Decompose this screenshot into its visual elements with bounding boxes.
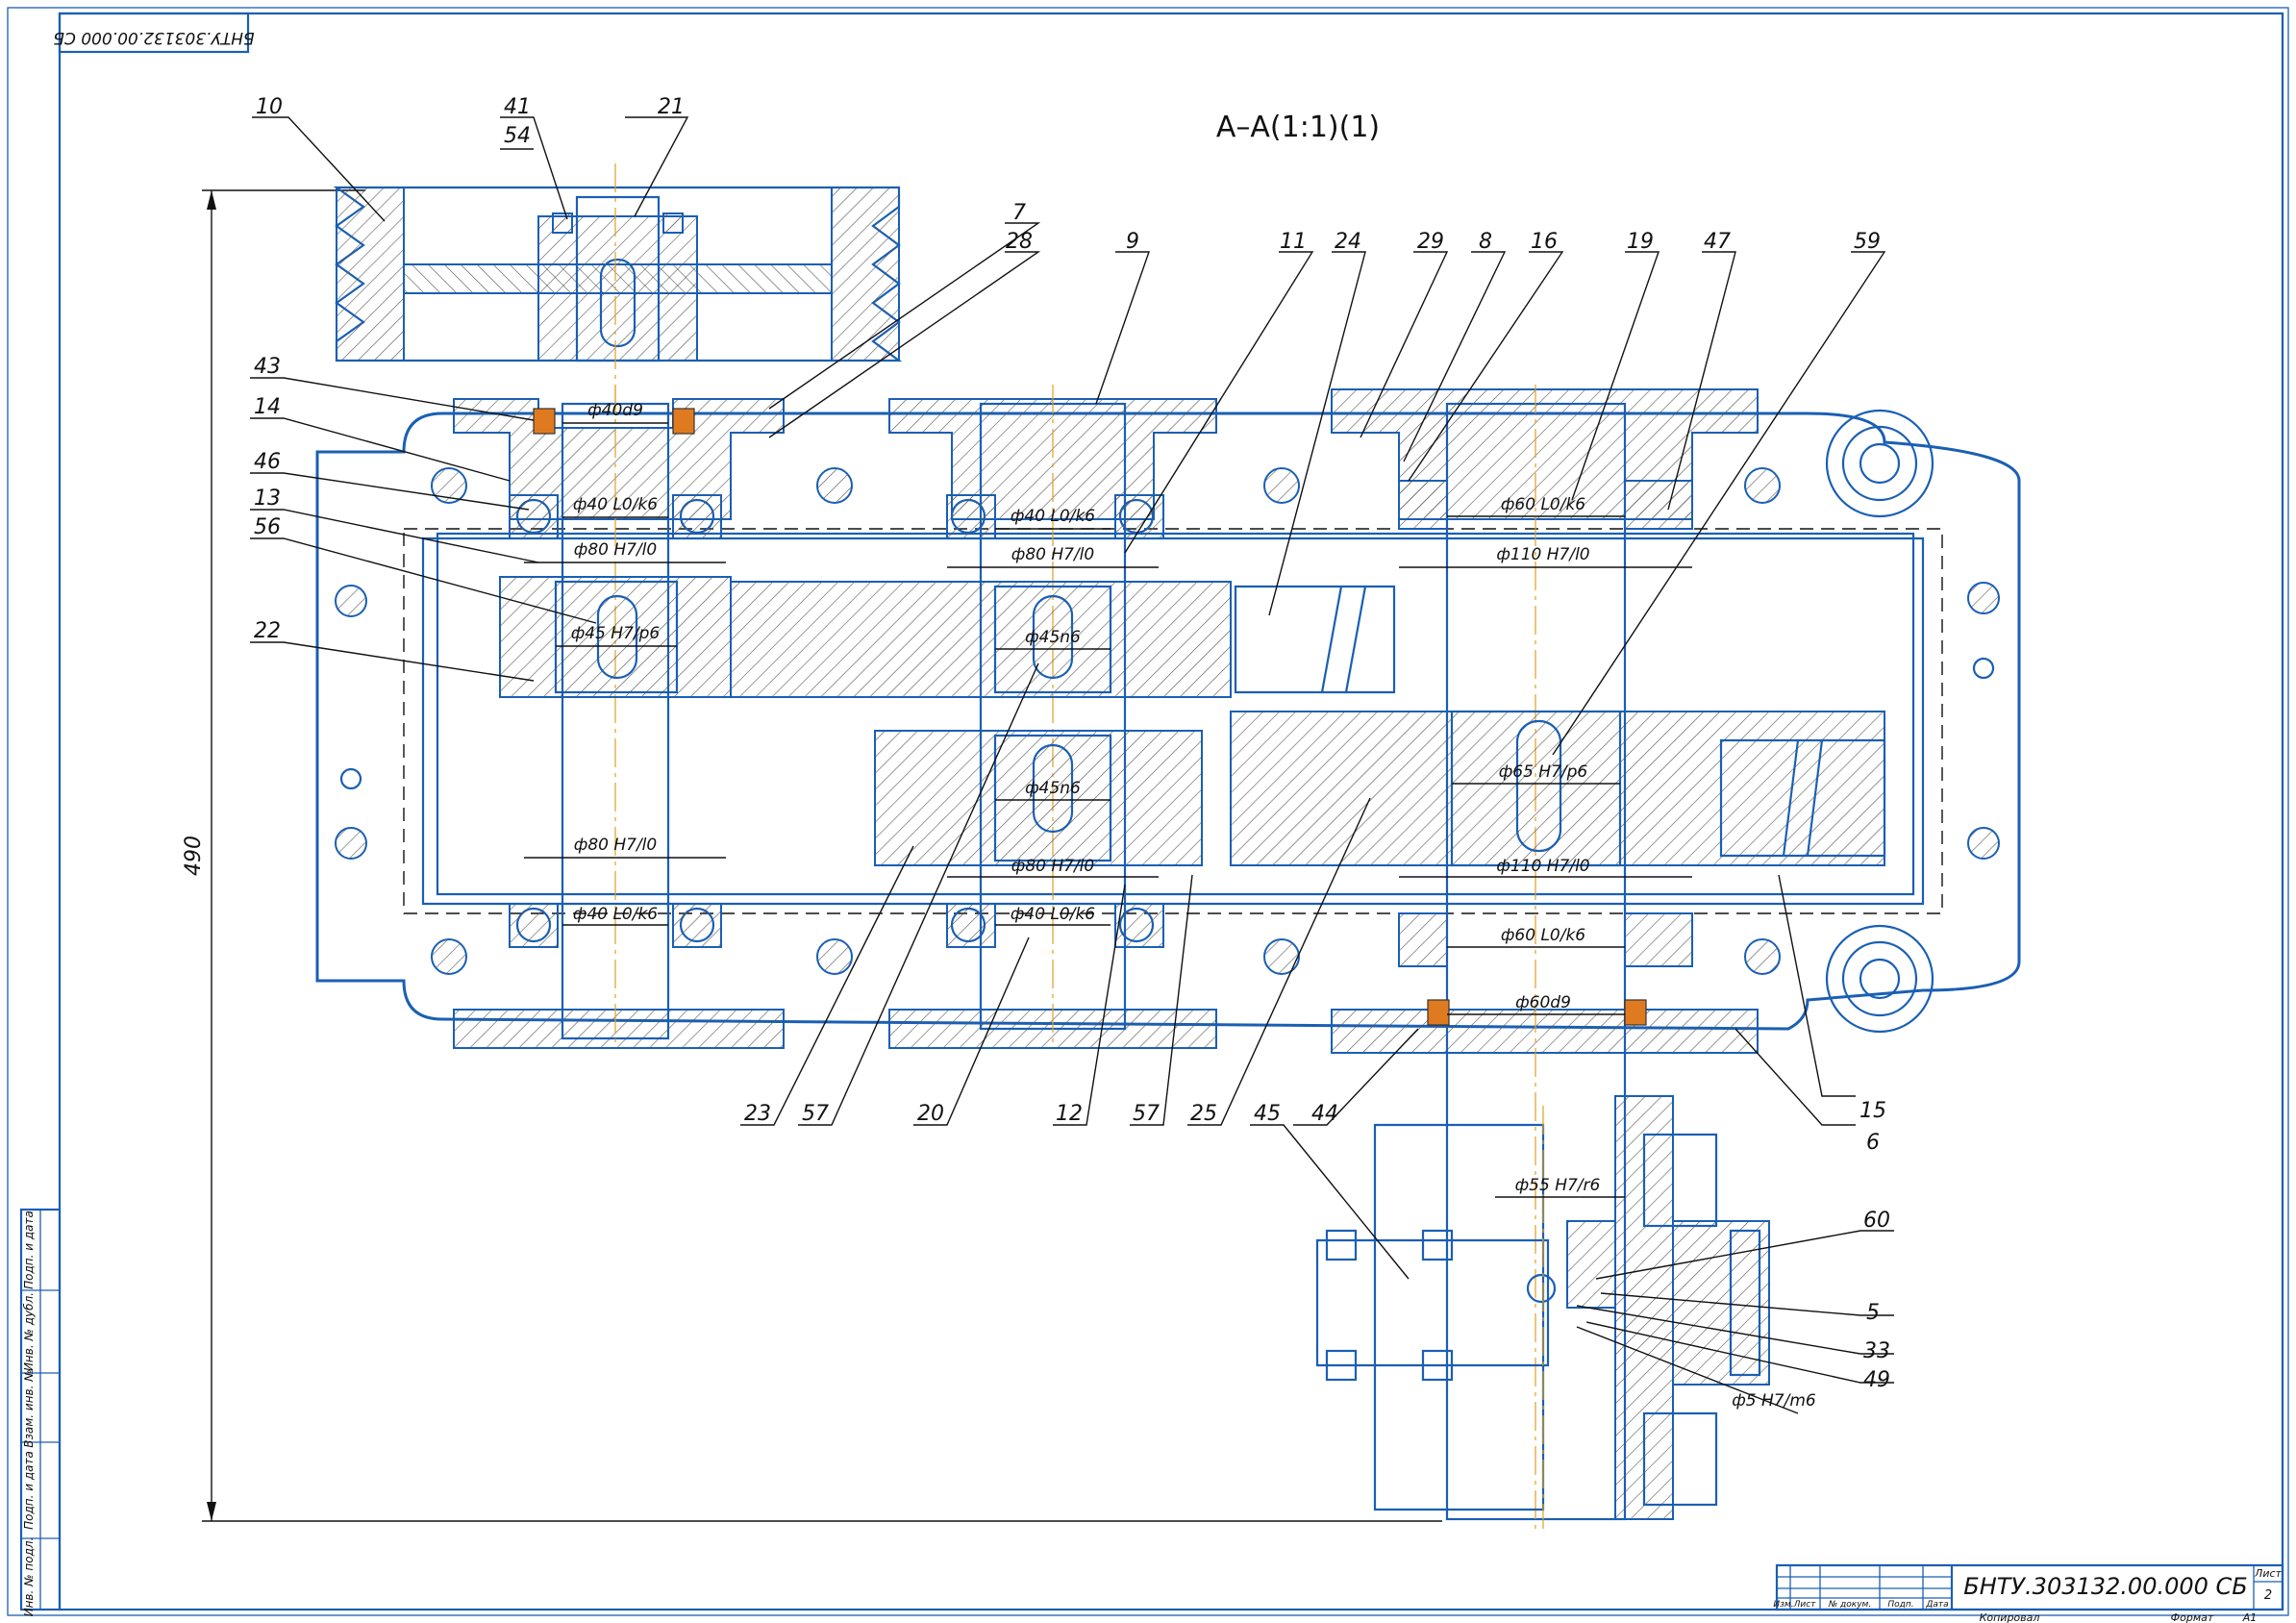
sheet-number: 2	[2264, 1588, 2272, 1603]
side-stamp: Инв. № подл. Подп. и дата Взам. инв. № И…	[19, 1208, 62, 1617]
part-label: 21	[658, 95, 685, 119]
output-shaft	[1230, 385, 1886, 1529]
gearbox-housing	[315, 409, 2021, 1034]
overall-dimension-value: 490	[182, 836, 206, 876]
fit-label: ф45n6	[1025, 628, 1081, 647]
part-label: 56	[254, 515, 281, 539]
drawing-frame	[58, 12, 2284, 1611]
part-label: 25	[1190, 1102, 1217, 1126]
fit-label: ф40 L0/k6	[573, 905, 658, 924]
column-label: Изм.	[1773, 1600, 1793, 1610]
coupling	[1315, 1095, 1770, 1529]
part-label: 57	[1133, 1102, 1160, 1126]
fit-label: ф40d9	[587, 401, 643, 420]
part-label: 5	[1866, 1301, 1880, 1325]
fit-label: ф40 L0/k6	[573, 495, 658, 514]
fit-annotations: ф40d9 ф40 L0/k6 ф80 H7/l0 ф45 H7/p6 ф40 …	[524, 401, 1816, 1414]
top-stamp-box	[58, 12, 250, 54]
title-block-code: БНТУ.303132.00.000 СБ	[1963, 1573, 2248, 1600]
intermediate-shaft	[730, 385, 1232, 1048]
housing-bolts	[335, 467, 2000, 975]
fit-label: ф80 H7/l0	[574, 540, 657, 560]
part-label: 9	[1126, 230, 1139, 254]
fit-label: ф60d9	[1515, 993, 1571, 1012]
part-label: 11	[1280, 230, 1307, 254]
top-stamp-code: БНТУ.303132.00.000 СБ	[53, 28, 254, 47]
copied-label: Копировал	[1980, 1611, 2040, 1623]
part-label: 22	[254, 619, 281, 643]
part-label: 33	[1863, 1339, 1890, 1363]
fit-label: ф60 L0/k6	[1501, 495, 1585, 514]
column-label: № докум.	[1828, 1600, 1871, 1610]
part-label: 23	[744, 1102, 771, 1126]
side-stamp-label: Подп. и дата	[22, 1211, 36, 1289]
part-label: 46	[254, 450, 281, 474]
part-label: 45	[1254, 1102, 1281, 1126]
fit-label: ф65 H7/p6	[1499, 762, 1588, 782]
side-stamp-label: Инв. № подл.	[22, 1537, 36, 1617]
title-block: БНТУ.303132.00.000 СБ Лист 2 Изм. Лист №…	[1773, 1563, 2284, 1623]
fit-label: ф60 L0/k6	[1501, 926, 1585, 945]
column-label: Лист	[1793, 1600, 1817, 1610]
fit-label: ф110 H7/l0	[1496, 857, 1589, 876]
fit-label: ф80 H7/l0	[574, 836, 657, 855]
part-label: 60	[1863, 1209, 1890, 1233]
fit-label: ф80 H7/l0	[1011, 545, 1094, 564]
seal-input-top	[533, 408, 556, 435]
lifting-eye-top	[1825, 409, 1934, 518]
fit-label: ф80 H7/l0	[1011, 857, 1094, 876]
side-stamp-label: Инв. № дубл.	[22, 1292, 36, 1371]
part-label: 12	[1056, 1102, 1083, 1126]
part-label: 15	[1859, 1099, 1886, 1123]
side-stamp-label: Подп. и дата	[22, 1451, 36, 1530]
part-label: 6	[1866, 1131, 1880, 1155]
part-label: 14	[254, 395, 281, 419]
part-label: 19	[1627, 230, 1654, 254]
format-label: Формат	[2171, 1611, 2214, 1623]
part-label: 28	[1006, 230, 1033, 254]
format-value: А1	[2242, 1611, 2258, 1623]
part-label: 43	[254, 355, 281, 379]
part-label: 54	[504, 124, 531, 148]
part-label: 57	[802, 1102, 829, 1126]
part-label: 49	[1863, 1368, 1890, 1392]
part-label: 44	[1311, 1102, 1338, 1126]
part-label: 41	[504, 95, 531, 119]
leader-lines	[250, 116, 1894, 1384]
fit-label: ф40 L0/k6	[1011, 905, 1095, 924]
input-shaft	[499, 385, 732, 1048]
fit-label: ф55 H7/r6	[1515, 1176, 1601, 1195]
fit-label: ф5 H7/m6	[1732, 1391, 1816, 1411]
fit-label: ф110 H7/l0	[1496, 545, 1589, 564]
fit-label: ф40 L0/k6	[1011, 507, 1095, 526]
part-label: 29	[1417, 230, 1444, 254]
side-stamp-label: Взам. инв. №	[22, 1369, 36, 1447]
part-label: 13	[254, 487, 281, 511]
fit-label: ф45n6	[1025, 779, 1081, 798]
lifting-eye-bottom	[1825, 924, 1934, 1034]
part-label: 16	[1531, 230, 1558, 254]
part-label: 7	[1012, 201, 1026, 225]
part-label: 8	[1479, 230, 1492, 254]
part-label: 20	[917, 1102, 944, 1126]
pulley	[333, 163, 903, 433]
part-label: 59	[1854, 230, 1881, 254]
part-label: 24	[1335, 230, 1361, 254]
section-title: A–A(1:1)(1)	[1216, 111, 1380, 144]
fit-label: ф45 H7/p6	[571, 624, 661, 643]
part-label: 47	[1704, 230, 1731, 254]
column-label: Дата	[1925, 1600, 1948, 1610]
part-label: 10	[256, 95, 283, 119]
part-labels: 10 41 54 21 43 14 46 13 56 22 7 28 9 11 …	[254, 95, 1890, 1392]
overall-dimension: 490	[182, 189, 1442, 1522]
column-label: Подп.	[1887, 1600, 1913, 1610]
sheet-label: Лист	[2254, 1567, 2282, 1580]
sheet-border	[7, 7, 2289, 1616]
